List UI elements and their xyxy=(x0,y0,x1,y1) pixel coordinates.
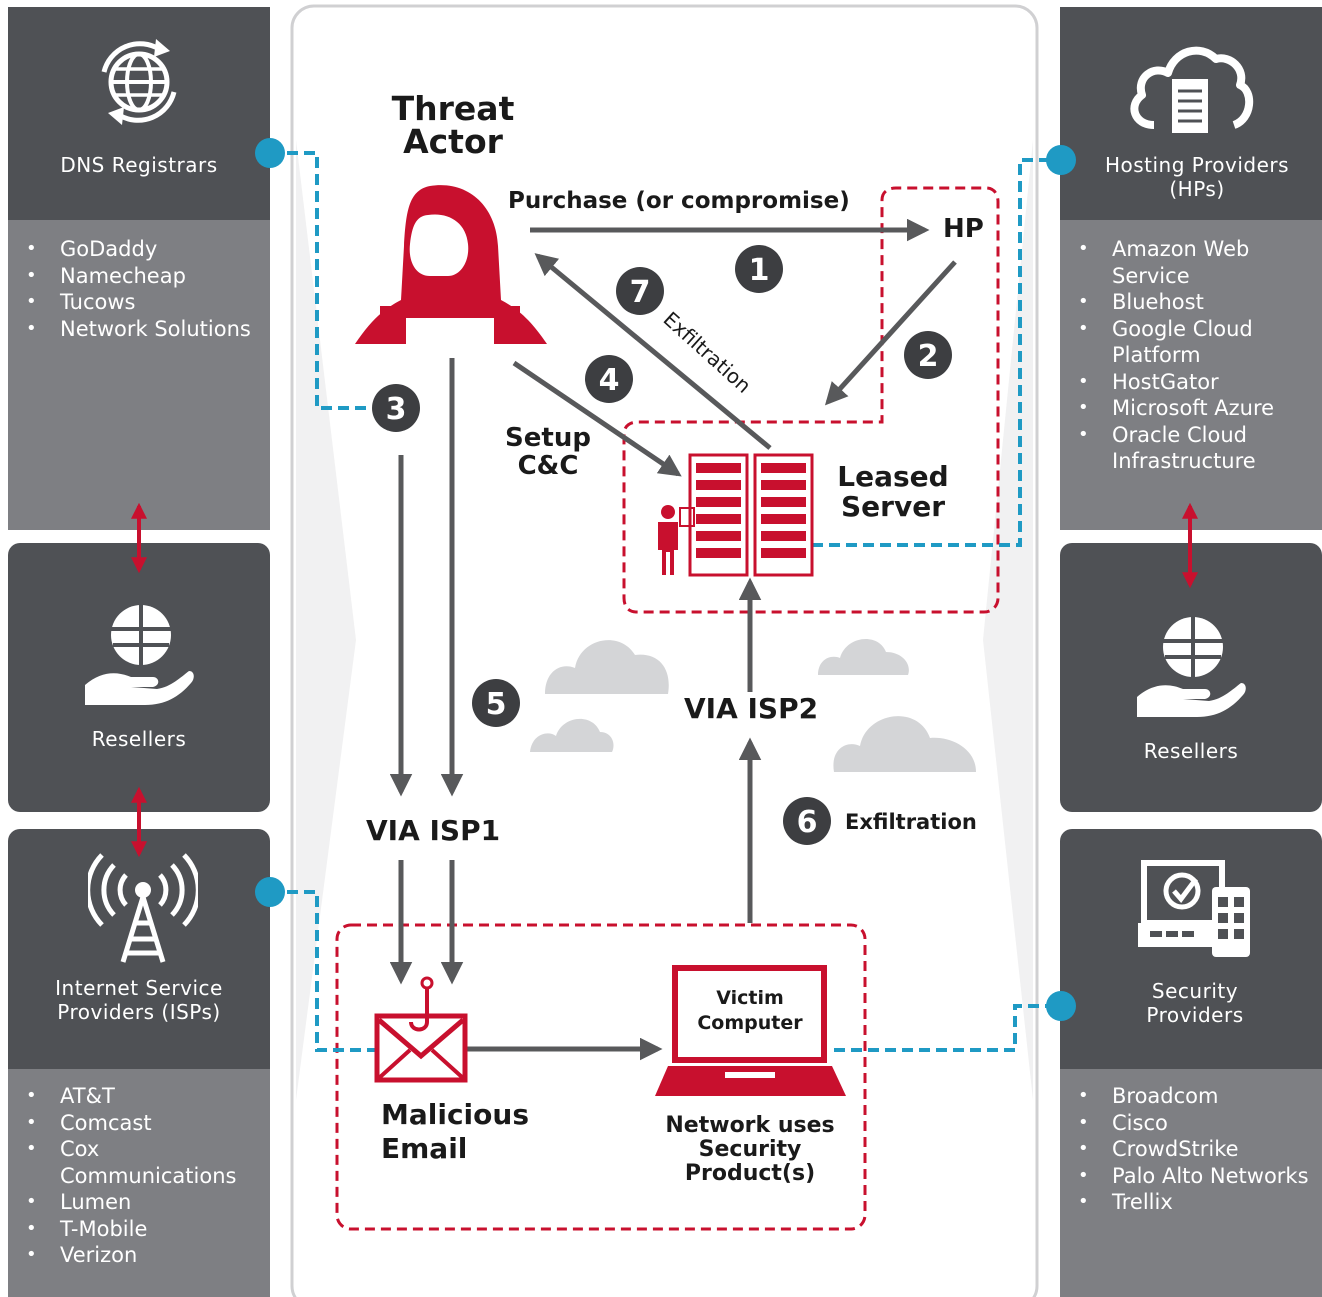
clouds xyxy=(530,639,976,772)
isp-title: Internet Service Providers (ISPs) xyxy=(55,976,223,1024)
step-3: 3 xyxy=(372,384,420,432)
cell-tower-icon xyxy=(88,853,198,963)
hand-globe-icon xyxy=(85,605,194,705)
server-rack-icon xyxy=(658,453,814,577)
malicious-email-icon xyxy=(374,976,468,1083)
list-item: Cisco xyxy=(1060,1110,1322,1137)
list-item: Comcast xyxy=(8,1110,270,1137)
red-double-arrows xyxy=(131,502,1198,858)
svg-text:3: 3 xyxy=(386,392,407,427)
hosting-providers-list: Amazon Web Service Bluehost Google Cloud… xyxy=(1060,236,1322,475)
list-item: Bluehost xyxy=(1060,289,1322,316)
threat-actor-label: Threat Actor xyxy=(391,89,515,161)
exfiltration-7-label: Exfiltration xyxy=(659,307,756,398)
list-item: Microsoft Azure xyxy=(1060,395,1322,422)
resellers-left-panel: Resellers xyxy=(8,543,270,812)
security-providers-header: Security Providers xyxy=(1060,829,1322,1069)
list-item: Amazon Web Service xyxy=(1060,236,1322,289)
flow-arrows xyxy=(389,218,957,1061)
step-7: 7 xyxy=(616,267,664,315)
dns-registrars-list: GoDaddy Namecheap Tucows Network Solutio… xyxy=(8,236,270,342)
dns-registrars-header: DNS Registrars xyxy=(8,7,270,220)
hosting-providers-header: Hosting Providers (HPs) xyxy=(1060,7,1322,220)
svg-text:4: 4 xyxy=(599,363,620,398)
isp-list-panel: AT&T Comcast Cox Communications Lumen T-… xyxy=(8,1069,270,1297)
list-item: Broadcom xyxy=(1060,1083,1322,1110)
hosting-providers-list-panel: Amazon Web Service Bluehost Google Cloud… xyxy=(1060,220,1322,530)
svg-text:5: 5 xyxy=(486,687,507,722)
dashed-red-boxes xyxy=(335,186,1000,1231)
security-providers-title: Security Providers xyxy=(1146,979,1244,1027)
svg-text:2: 2 xyxy=(918,339,939,374)
list-item: Trellix xyxy=(1060,1189,1322,1216)
resellers-left-title: Resellers xyxy=(91,727,187,751)
threat-actor-icon xyxy=(355,185,547,346)
list-item: HostGator xyxy=(1060,369,1322,396)
list-item: CrowdStrike xyxy=(1060,1136,1322,1163)
dns-registrars-title: DNS Registrars xyxy=(60,153,218,177)
list-item: Palo Alto Networks xyxy=(1060,1163,1322,1190)
victim-laptop-icon xyxy=(655,965,846,1096)
list-item: Verizon xyxy=(8,1242,270,1269)
list-item: Tucows xyxy=(8,289,270,316)
step-2: 2 xyxy=(904,331,952,379)
security-providers-list-panel: Broadcom Cisco CrowdStrike Palo Alto Net… xyxy=(1060,1069,1322,1297)
resellers-right-title: Resellers xyxy=(1143,739,1239,763)
list-item: AT&T xyxy=(8,1083,270,1110)
leased-server-label: Leased Server xyxy=(837,460,949,523)
step-5: 5 xyxy=(472,679,520,727)
globe-refresh-icon xyxy=(101,39,177,125)
isp-list: AT&T Comcast Cox Communications Lumen T-… xyxy=(8,1083,270,1269)
setup-cc-label: Setup C&C xyxy=(505,423,591,481)
hp-label: HP xyxy=(943,214,984,244)
list-item: Lumen xyxy=(8,1189,270,1216)
list-item: Network Solutions xyxy=(8,316,270,343)
via-isp2-label: VIA ISP2 xyxy=(684,692,819,725)
security-providers-list: Broadcom Cisco CrowdStrike Palo Alto Net… xyxy=(1060,1083,1322,1216)
hand-globe-icon xyxy=(1137,617,1246,717)
blue-connector-dots xyxy=(255,138,1076,1021)
victim-computer-label: Victim Computer xyxy=(697,987,803,1034)
purchase-label: Purchase (or compromise) xyxy=(508,188,850,214)
via-isp1-label: VIA ISP1 xyxy=(366,814,501,847)
blue-dashed-connectors xyxy=(270,151,1060,1052)
list-item: Cox Communications xyxy=(8,1136,270,1189)
isp-header: Internet Service Providers (ISPs) xyxy=(8,829,270,1069)
svg-text:7: 7 xyxy=(630,275,651,310)
list-item: Google Cloud Platform xyxy=(1060,316,1322,369)
cloud-building-icon xyxy=(1130,46,1253,133)
dns-registrars-list-panel: GoDaddy Namecheap Tucows Network Solutio… xyxy=(8,220,270,530)
hosting-providers-title: Hosting Providers (HPs) xyxy=(1104,153,1290,201)
svg-text:6: 6 xyxy=(797,805,818,840)
network-security-label: Network uses Security Product(s) xyxy=(665,1113,835,1186)
list-item: T-Mobile xyxy=(8,1216,270,1243)
svg-text:1: 1 xyxy=(749,253,770,288)
list-item: Oracle Cloud Infrastructure xyxy=(1060,422,1322,475)
step-4: 4 xyxy=(585,355,633,403)
devices-check-icon xyxy=(1138,860,1250,957)
malicious-email-label: Malicious Email xyxy=(381,1098,529,1165)
exfiltration-6-label: Exfiltration xyxy=(845,810,977,834)
step-6: 6 xyxy=(783,797,831,845)
step-1: 1 xyxy=(735,245,783,293)
list-item: GoDaddy xyxy=(8,236,270,263)
list-item: Namecheap xyxy=(8,263,270,290)
